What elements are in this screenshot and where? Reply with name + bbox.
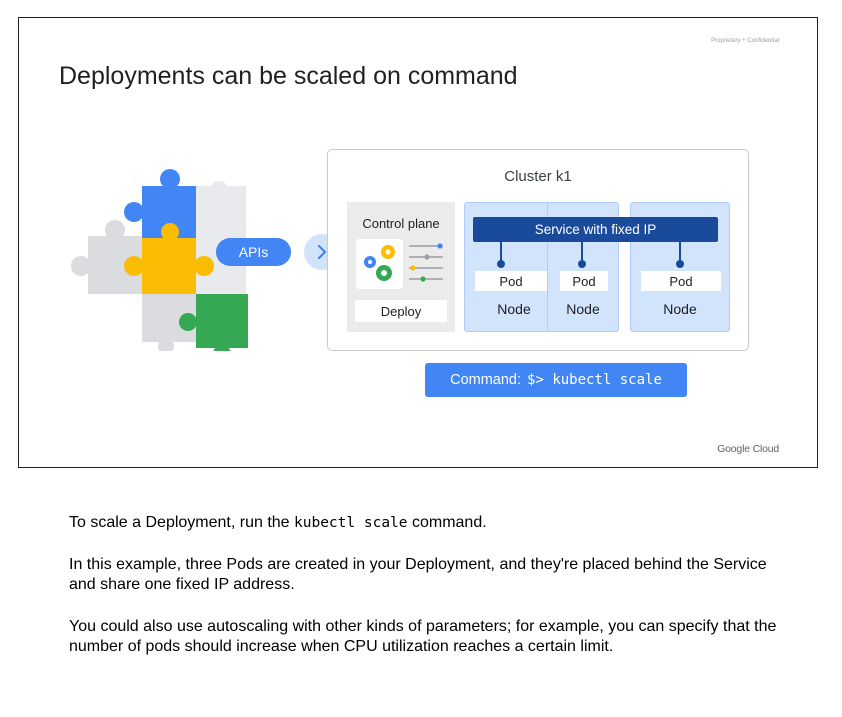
control-plane: Control plane Deploy (347, 202, 455, 332)
confidential-label: Proprietary + Confidential (711, 38, 779, 44)
connector-3 (679, 242, 681, 264)
notes-code: kubectl scale (294, 515, 408, 531)
notes-paragraph-1: To scale a Deployment, run the kubectl s… (69, 513, 789, 533)
control-plane-label: Control plane (362, 216, 440, 231)
speaker-notes: To scale a Deployment, run the kubectl s… (69, 513, 789, 679)
sliders-icon (409, 243, 443, 282)
connector-1 (500, 242, 502, 264)
google-cloud-logo: Google Cloud (717, 443, 779, 455)
node-label-3: Node (663, 301, 697, 317)
cluster-box: Cluster k1 Control plane Deploy Pod Node… (327, 149, 749, 351)
command-box: Command: $> kubectl scale (425, 363, 687, 397)
pod-1: Pod (475, 271, 547, 291)
connector-2 (581, 242, 583, 264)
cluster-title: Cluster k1 (504, 168, 572, 185)
service-bar: Service with fixed IP (473, 217, 718, 242)
notes-text: To scale a Deployment, run the (69, 514, 295, 531)
connector-dot-3 (676, 260, 684, 268)
puzzle-pieces-icon (71, 169, 248, 351)
connector-dot-1 (497, 260, 505, 268)
notes-paragraph-3: You could also use autoscaling with othe… (69, 618, 777, 655)
apis-button: APIs (216, 238, 291, 266)
command-code: $> kubectl scale (527, 372, 662, 388)
slide-title: Deployments can be scaled on command (59, 62, 518, 90)
notes-paragraph-2: In this example, three Pods are created … (69, 556, 767, 593)
notes-text: command. (407, 514, 487, 531)
pod-3: Pod (641, 271, 721, 291)
node-label-1: Node (497, 301, 531, 317)
node-label-2: Node (566, 301, 600, 317)
deploy-box: Deploy (355, 300, 447, 322)
gears-icon (356, 239, 403, 289)
command-prefix: Command: (450, 372, 522, 388)
pod-2: Pod (560, 271, 608, 291)
connector-dot-2 (578, 260, 586, 268)
